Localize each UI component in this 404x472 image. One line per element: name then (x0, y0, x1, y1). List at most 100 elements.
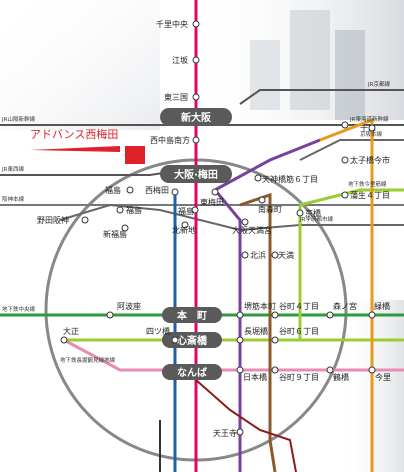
svg-text:新福島: 新福島 (103, 229, 127, 239)
svg-text:森ノ宮: 森ノ宮 (333, 301, 357, 311)
hub-namba[interactable]: なんば (162, 364, 222, 380)
svg-text:十三: 十三 (360, 123, 376, 133)
station-hanshin-umeda[interactable]: 福島 (178, 206, 199, 216)
sennichimae-line (63, 338, 404, 372)
svg-text:大正: 大正 (63, 326, 79, 336)
hub-shinsaibashi[interactable]: 心斎橋 (162, 332, 222, 348)
station-kyobashi[interactable]: 京橋 (296, 208, 321, 218)
svg-text:北新地: 北新地 (172, 225, 196, 235)
station-kitashinchi[interactable]: 北新地 (172, 221, 196, 235)
label-jr-gakken: JR学研都市線 (299, 215, 333, 223)
station-midoribashi[interactable]: 緑橋 (368, 301, 390, 319)
station-senri-chuo[interactable]: 千里中央 (156, 19, 200, 29)
svg-text:太子橋今市: 太子橋今市 (350, 155, 390, 165)
tanimachi-line-north (214, 138, 321, 192)
station-higashi-umeda[interactable]: 東梅田 (200, 188, 224, 207)
svg-text:新大阪: 新大阪 (181, 111, 212, 124)
svg-text:谷町６丁目: 谷町６丁目 (279, 327, 319, 336)
station-nagahoribashi[interactable]: 長堀橋 (236, 326, 268, 344)
svg-text:江坂: 江坂 (172, 55, 188, 65)
station-sembayashi[interactable] (368, 124, 376, 132)
station-taisho[interactable]: 大正 (60, 326, 79, 344)
station-nishinakajima[interactable]: 西中島南方 (150, 135, 200, 145)
station-temma[interactable]: 天満 (271, 251, 294, 260)
svg-text:千里中央: 千里中央 (156, 19, 188, 29)
svg-text:緑橋: 緑橋 (374, 301, 390, 311)
station-gamo[interactable]: 蒲生４丁目 (341, 190, 390, 200)
station-taishibashi[interactable]: 太子橋今市 (341, 155, 390, 165)
station-minami-morimachi[interactable]: 南森町 (258, 196, 282, 214)
hub-hommachi[interactable]: 本 町 (162, 307, 222, 323)
label-jr-sanyo: JR山陽新幹線 (1, 115, 35, 123)
station-tanimachi9[interactable]: 谷町９丁目 (271, 366, 319, 382)
station-noda-hanshin[interactable]: 野田阪神 (37, 215, 89, 225)
svg-text:今里: 今里 (375, 372, 391, 382)
station-tanimachi4[interactable]: 谷町４丁目 (271, 302, 319, 319)
svg-text:心斎橋: 心斎橋 (177, 334, 208, 347)
svg-text:福島: 福島 (105, 185, 121, 195)
jr-kyoto-line (239, 89, 404, 105)
station-kitahama[interactable]: 北浜 (241, 250, 266, 260)
station-tsuruhashi[interactable]: 鶴橋 (326, 366, 349, 382)
svg-text:福島: 福島 (126, 205, 142, 215)
svg-text:西中島南方: 西中島南方 (150, 135, 190, 145)
nagahori-line-north (299, 188, 404, 207)
svg-text:東三国: 東三国 (164, 92, 188, 102)
station-yotsubashi[interactable]: 四ツ橋 (146, 326, 179, 344)
svg-text:鶴橋: 鶴橋 (333, 372, 349, 382)
station-nishi-umeda[interactable]: 西梅田 (145, 185, 179, 196)
station-tanimachi6[interactable]: 谷町６丁目 (271, 327, 319, 344)
label-jr-kyoto: JR京都線 (367, 80, 390, 88)
svg-text:長堀橋: 長堀橋 (244, 326, 268, 336)
hub-osaka-umeda[interactable]: 大阪·梅田 (160, 165, 232, 183)
hub-shin-osaka[interactable]: 新大阪 (160, 108, 232, 126)
label-nagahori: 地下鉄長堀鶴見緑地線 (60, 356, 116, 364)
brand-building (125, 146, 145, 164)
svg-text:なんば: なんば (177, 366, 207, 379)
svg-text:大阪天満宮: 大阪天満宮 (232, 225, 272, 235)
svg-text:北浜: 北浜 (250, 250, 266, 260)
svg-text:西梅田: 西梅田 (145, 185, 169, 195)
label-jr-kobe: JR東西線 (1, 165, 24, 173)
station-tenjinbashi[interactable]: 天神橋筋６丁目 (254, 174, 318, 184)
brand-name: アドバンス西梅田 (30, 127, 118, 141)
svg-text:堺筋本町: 堺筋本町 (244, 301, 276, 311)
svg-text:阿波座: 阿波座 (117, 301, 141, 311)
jr-tozai-line (59, 203, 301, 232)
svg-text:蒲生４丁目: 蒲生４丁目 (350, 190, 390, 200)
station-awaza[interactable]: 阿波座 (106, 301, 141, 319)
svg-text:京橋: 京橋 (305, 208, 321, 218)
sakaisuji-line (239, 192, 277, 472)
svg-text:日本橋: 日本橋 (243, 372, 267, 382)
svg-text:福島: 福島 (178, 206, 194, 216)
brand-arrow (30, 146, 120, 152)
svg-text:野田阪神: 野田阪神 (37, 215, 69, 225)
svg-text:本 町: 本 町 (177, 309, 207, 322)
station-imazato[interactable]: 今里 (368, 366, 391, 382)
svg-text:天神橋筋６丁目: 天神橋筋６丁目 (262, 174, 318, 184)
svg-text:南森町: 南森町 (258, 204, 282, 214)
station-juso[interactable]: 十三 (341, 121, 376, 133)
imazatosuji-line (319, 117, 374, 472)
label-hanshin: 阪神本線 (2, 195, 25, 203)
station-fukushima[interactable]: 福島 (105, 185, 134, 195)
station-morinomiya[interactable]: 森ノ宮 (326, 301, 357, 319)
svg-text:四ツ橋: 四ツ橋 (146, 326, 170, 336)
station-shin-fukushima[interactable]: 新福島 (103, 224, 129, 239)
station-tennoji[interactable]: 天王寺 (213, 428, 244, 438)
station-osaka-temmangu[interactable]: 大阪天満宮 (232, 218, 272, 235)
label-imazatosuji: 地下鉄今里筋線 (348, 180, 387, 188)
station-sakaisuji-hommachi[interactable]: 堺筋本町 (236, 301, 276, 319)
station-fukushima2[interactable]: 福島 (116, 205, 142, 215)
svg-text:谷町９丁目: 谷町９丁目 (279, 373, 319, 382)
svg-text:谷町４丁目: 谷町４丁目 (279, 302, 319, 311)
svg-text:天王寺: 天王寺 (213, 429, 237, 438)
svg-text:天満: 天満 (278, 251, 294, 260)
station-higashi-mikuni[interactable]: 東三国 (164, 92, 200, 102)
station-nipponbashi[interactable]: 日本橋 (236, 366, 267, 382)
keihan-line (299, 139, 404, 161)
station-esaka[interactable]: 江坂 (172, 55, 200, 65)
